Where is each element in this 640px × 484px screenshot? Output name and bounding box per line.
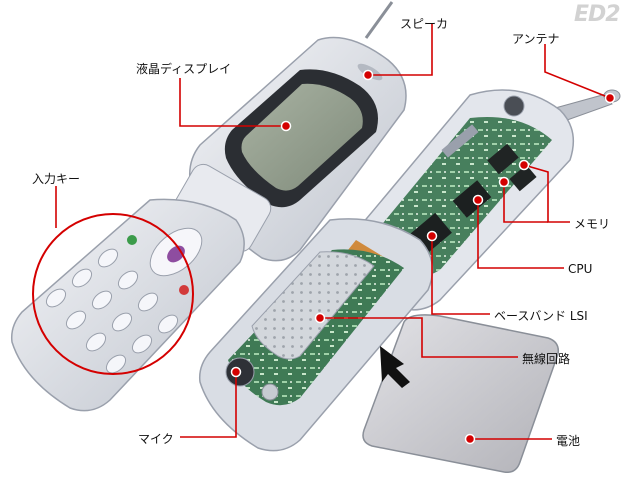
keypad-key <box>65 310 87 330</box>
keypad-key <box>137 292 159 312</box>
leader-line-mic <box>180 372 237 438</box>
leader-dot-mic <box>230 366 242 378</box>
lcd-connector <box>441 124 479 158</box>
leader-dot-antenna <box>604 92 616 104</box>
camera-speaker <box>503 95 525 117</box>
label-radio: 無線回路 <box>522 352 571 366</box>
battery-pack <box>362 314 560 474</box>
memory-chip-2 <box>509 164 537 192</box>
cpu-chip <box>452 180 492 218</box>
keypad-key <box>131 334 153 354</box>
shield-can <box>251 251 375 360</box>
keypad-key <box>85 332 107 352</box>
label-cpu: CPU <box>568 262 593 276</box>
label-antenna: アンテナ <box>512 32 560 46</box>
leader-line-baseband <box>431 236 490 315</box>
keypad-key <box>97 248 119 268</box>
leader-dot-baseband <box>426 230 438 242</box>
label-display: 液晶ディスプレイ <box>136 62 232 76</box>
leader-lines <box>55 24 616 445</box>
left-phone-top <box>172 1 407 262</box>
right-phone-bottom <box>198 218 560 474</box>
buzzer <box>261 383 279 401</box>
keypad-key <box>111 312 133 332</box>
logo-text: ED2 <box>574 2 621 27</box>
label-memory: メモリ <box>574 217 611 231</box>
highlight-circle <box>32 213 194 375</box>
leader-dot-speaker <box>362 69 374 81</box>
leader-line-antenna <box>544 44 611 99</box>
label-speaker: スピーカ <box>400 17 449 31</box>
leader-dot-battery <box>464 433 476 445</box>
label-battery: 電池 <box>556 434 581 448</box>
leader-dot-cpu <box>472 194 484 206</box>
label-baseband: ベースバンド LSI <box>494 309 588 323</box>
leader-line-display <box>179 78 286 127</box>
memory-chip-1 <box>487 143 519 175</box>
leader-line-memory <box>523 164 570 223</box>
leader-line-speaker <box>368 24 433 76</box>
call-key <box>127 235 137 245</box>
keypad-key <box>91 290 113 310</box>
label-mic: マイク <box>138 432 174 446</box>
leader-dot-display <box>280 120 292 132</box>
leader-line-radio <box>320 317 518 358</box>
keypad-key <box>157 314 179 334</box>
leader-dot-memory <box>518 159 530 171</box>
arrow-pointer-icon <box>380 346 410 388</box>
keypad <box>45 248 179 374</box>
stub-antenna <box>364 1 394 39</box>
keypad-key <box>117 270 139 290</box>
keypad-key <box>71 268 93 288</box>
leader-dot-memory-2 <box>498 176 510 188</box>
leader-line-memory-2 <box>503 182 548 223</box>
keypad-key <box>45 288 67 308</box>
lcd-screen <box>241 83 363 191</box>
leader-dot-radio <box>314 312 326 324</box>
label-keys: 入力キー <box>32 172 81 186</box>
leader-line-cpu <box>477 200 564 269</box>
end-key <box>179 285 189 295</box>
keypad-key <box>105 354 127 374</box>
left-phone-bottom <box>10 198 245 412</box>
